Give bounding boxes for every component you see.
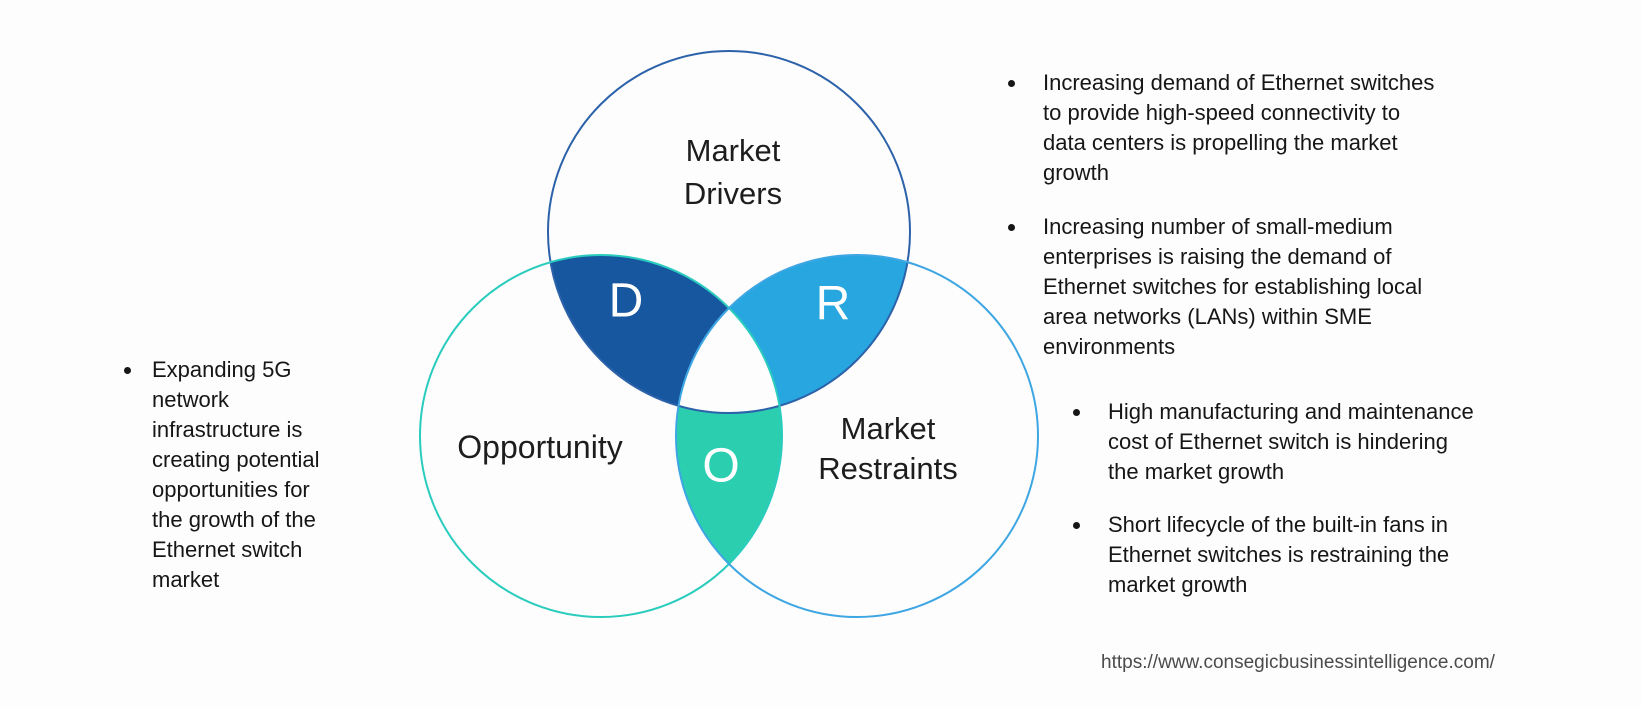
drivers-letter: D <box>608 274 644 328</box>
restraint-note-1: High manufacturing and maintenance cost … <box>1073 397 1474 487</box>
restraint-note-2-text: Short lifecycle of the built-in fans in … <box>1108 512 1450 597</box>
market-drivers-label: Market Drivers <box>683 133 783 211</box>
driver-note-2-text: Increasing number of small-medium enterp… <box>1043 214 1423 359</box>
drivers-opportunity-overlap <box>548 255 782 413</box>
bullet-dot <box>1073 409 1080 416</box>
drivers-restraints-overlap <box>676 255 910 413</box>
restraint-note-1-text: High manufacturing and maintenance cost … <box>1108 399 1474 484</box>
restraints-circle-outline <box>675 254 1039 618</box>
bullet-dot <box>1008 224 1015 231</box>
opportunity-label: Opportunity <box>457 429 623 465</box>
opportunity-note-text: Expanding 5G network infrastructure is c… <box>152 357 320 592</box>
driver-note-2: Increasing number of small-medium enterp… <box>1008 212 1422 362</box>
market-restraints-label: Market Restraints <box>818 411 958 486</box>
source-url: https://www.consegicbusinessintelligence… <box>1101 652 1495 673</box>
restraints-letter: R <box>815 277 851 331</box>
driver-note-1: Increasing demand of Ethernet switches t… <box>1008 68 1434 188</box>
opportunity-note: Expanding 5G network infrastructure is c… <box>124 355 320 595</box>
bullet-dot <box>1008 80 1015 87</box>
bullet-dot <box>124 367 131 374</box>
drivers-circle-outline <box>547 50 911 414</box>
bullet-dot <box>1073 522 1080 529</box>
restraint-note-2: Short lifecycle of the built-in fans in … <box>1073 510 1449 600</box>
driver-note-1-text: Increasing demand of Ethernet switches t… <box>1043 70 1435 185</box>
opportunity-letter: O <box>702 439 740 493</box>
opportunity-circle-outline <box>419 254 783 618</box>
